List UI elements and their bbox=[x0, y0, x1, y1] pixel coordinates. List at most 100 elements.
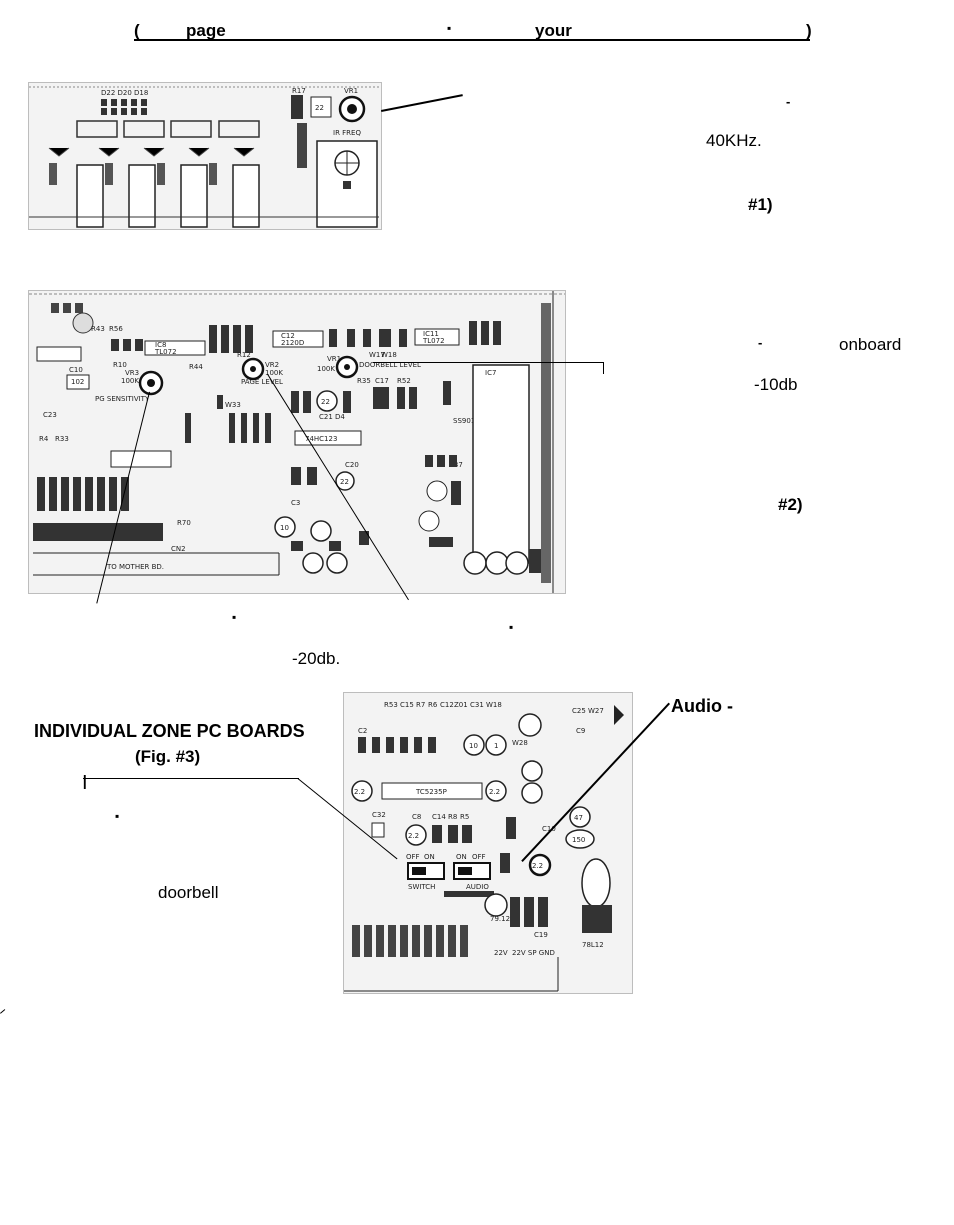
board-label: VR2 bbox=[265, 361, 279, 369]
stray-mark bbox=[0, 1009, 6, 1014]
fig2-bottom-bullet-right: ▪ bbox=[509, 620, 514, 634]
board-label: R17 bbox=[292, 87, 306, 95]
board-label: 2.2 bbox=[489, 788, 500, 796]
board-label: R44 bbox=[189, 363, 203, 371]
board-label: W17 bbox=[369, 351, 385, 359]
board-label: C32 bbox=[372, 811, 386, 819]
board-label: C20 bbox=[345, 461, 359, 469]
board-label: R7 bbox=[416, 701, 425, 709]
board-label: C25 bbox=[572, 707, 586, 715]
board-label: W18 bbox=[381, 351, 397, 359]
fig1-frequency: 40KHz. bbox=[706, 131, 762, 150]
board-label: IC7 bbox=[485, 369, 496, 377]
header-bullet: ▪ bbox=[447, 21, 452, 35]
board-label: C12 bbox=[281, 332, 295, 340]
fig1-number: #1) bbox=[748, 195, 773, 214]
board-label: C14 bbox=[432, 813, 446, 821]
board-label: R35 bbox=[357, 377, 371, 385]
fig1-callout-dash: - bbox=[786, 94, 791, 109]
board-label: 78L12 bbox=[582, 941, 604, 949]
board-label: 102 bbox=[71, 378, 84, 386]
board-label: C3 bbox=[291, 499, 300, 507]
board-label: 74HC123 bbox=[305, 435, 337, 443]
board-label: R4 bbox=[39, 435, 49, 443]
board-label: OFF bbox=[406, 853, 420, 861]
board-label: R5 bbox=[460, 813, 469, 821]
board-label: 1 bbox=[494, 742, 498, 750]
board-label: TC5235P bbox=[415, 788, 447, 796]
board-label: C19 bbox=[534, 931, 548, 939]
board-label: R6 bbox=[428, 701, 438, 709]
board-label: 22 bbox=[340, 478, 349, 486]
board-label: SS9014 bbox=[453, 417, 480, 425]
board-label: R8 bbox=[448, 813, 457, 821]
board-label: ON bbox=[424, 853, 435, 861]
board-label: 22V SP GND bbox=[512, 949, 555, 957]
board-label: IR FREQ bbox=[333, 129, 361, 137]
board-label: R56 bbox=[109, 325, 123, 333]
board-label: AUDIO bbox=[466, 883, 489, 891]
board-label: 47 bbox=[574, 814, 583, 822]
fig2-doorbell-callout-line bbox=[373, 362, 603, 363]
board-label: C31 bbox=[470, 701, 484, 709]
board-label: 22 bbox=[315, 104, 324, 112]
board-label: C21 bbox=[319, 413, 333, 421]
fig3-bullet: ▪ bbox=[115, 809, 120, 823]
fig1-callout-line bbox=[381, 94, 463, 112]
board-label: OFF bbox=[472, 853, 486, 861]
board-label: VR1 bbox=[344, 87, 358, 95]
fig3-label: (Fig. #3) bbox=[135, 747, 201, 766]
board-label: R53 bbox=[384, 701, 398, 709]
board-label: R52 bbox=[397, 377, 411, 385]
board-label: IC8 bbox=[155, 341, 166, 349]
header-page-word: page bbox=[186, 21, 226, 40]
board-label: DOORBELL LEVEL bbox=[359, 361, 421, 369]
fig2-level: -10db bbox=[754, 375, 798, 394]
board-label: C15 bbox=[400, 701, 414, 709]
board-label: R43 bbox=[91, 325, 105, 333]
board-label: C2 bbox=[358, 727, 367, 735]
board-label: R12 bbox=[237, 351, 251, 359]
fig3-doorbell: doorbell bbox=[158, 883, 219, 902]
board-label: 100K bbox=[265, 369, 283, 377]
header-your-word: your bbox=[535, 21, 572, 40]
header-open-paren: ( bbox=[134, 21, 140, 40]
board-label: 22 bbox=[321, 398, 330, 406]
fig3-audio-label: Audio - bbox=[671, 696, 733, 716]
board-label: C12 bbox=[440, 701, 454, 709]
board-label: 10 bbox=[469, 742, 478, 750]
board-label: IC11 bbox=[423, 330, 439, 338]
header-underline bbox=[134, 39, 810, 41]
board-label: VR3 bbox=[125, 369, 139, 377]
board-label: W18 bbox=[486, 701, 502, 709]
board-label: ON bbox=[456, 853, 467, 861]
board-label: CN2 bbox=[171, 545, 186, 553]
board-label: 2.2 bbox=[408, 832, 419, 840]
fig2-bottom-level: -20db. bbox=[292, 649, 341, 668]
board-label: R33 bbox=[55, 435, 69, 443]
board-label: 100K bbox=[121, 377, 139, 385]
board-label: R10 bbox=[113, 361, 127, 369]
board-label: TL072 bbox=[422, 337, 445, 345]
board-label: R70 bbox=[177, 519, 191, 527]
fig2-number: #2) bbox=[778, 495, 803, 514]
fig1-pc-board-image: D22 D20 D18 R17 22 VR1 IR FREQ bbox=[28, 82, 382, 230]
board-label: VR1 bbox=[327, 355, 341, 363]
board-label: 150 bbox=[572, 836, 585, 844]
fig3-heading: INDIVIDUAL ZONE PC BOARDS bbox=[34, 721, 305, 741]
board-label: Z01 bbox=[454, 701, 468, 709]
board-label: SWITCH bbox=[408, 883, 435, 891]
board-label: D4 bbox=[335, 413, 345, 421]
fig2-doorbell-callout-tick bbox=[603, 362, 604, 374]
fig3-switch-callout-line bbox=[83, 778, 299, 779]
board-label: C10 bbox=[69, 366, 83, 374]
fig2-bottom-bullet-left: ▪ bbox=[232, 610, 237, 624]
fig2-pc-board-image: R43 R56 IC8 TL072 C12 2120D IC11 TL072 R… bbox=[28, 290, 566, 594]
board-label: 10 bbox=[280, 524, 289, 532]
board-label: W33 bbox=[225, 401, 241, 409]
board-label: C9 bbox=[576, 727, 585, 735]
board-label: C23 bbox=[43, 411, 57, 419]
fig2-onboard: onboard bbox=[839, 335, 902, 354]
board-label: TO MOTHER BD. bbox=[106, 563, 164, 571]
board-label: 22V bbox=[494, 949, 508, 957]
